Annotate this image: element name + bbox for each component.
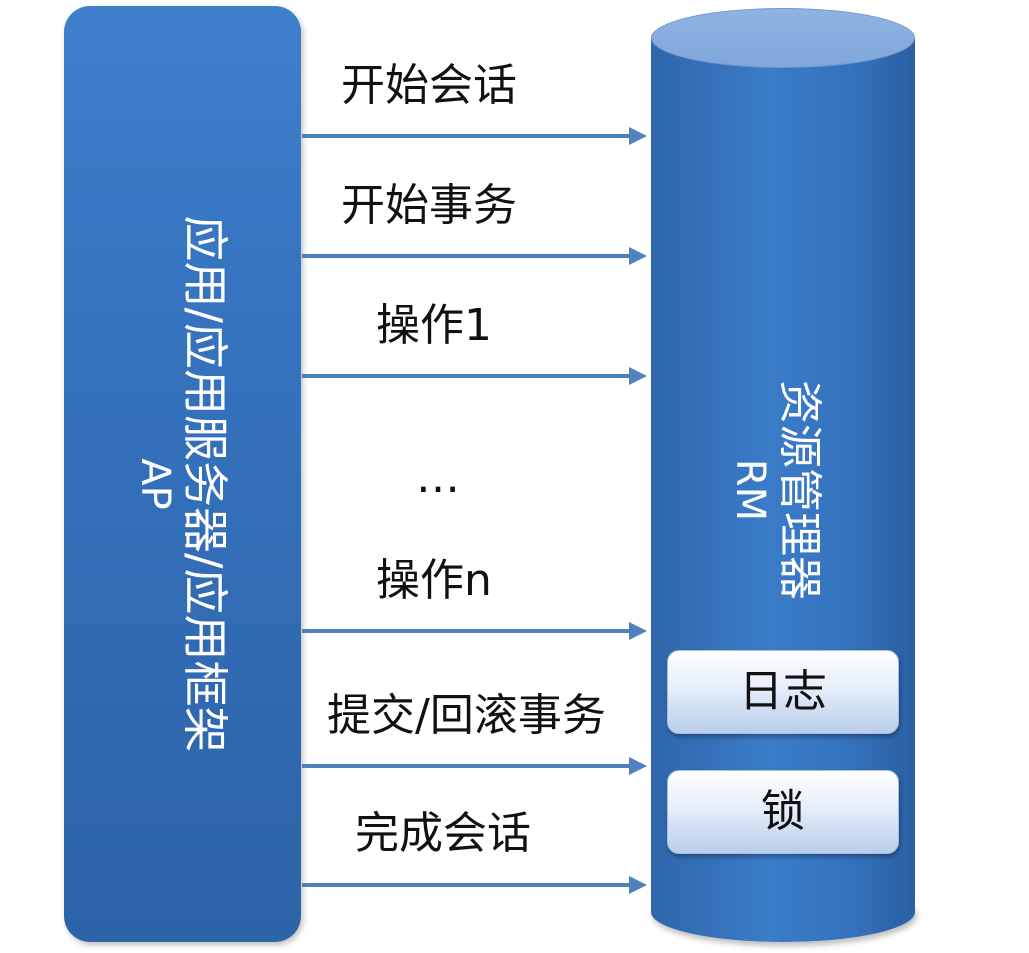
rm-cylinder-top xyxy=(651,8,915,68)
arrow-start-session xyxy=(302,127,647,145)
lock-box: 锁 xyxy=(667,770,899,854)
step-label-end-session: 完成会话 xyxy=(355,808,531,859)
arrow-operation-n xyxy=(302,622,647,640)
arrow-shaft xyxy=(302,134,632,138)
arrow-head-icon xyxy=(629,247,647,265)
arrow-head-icon xyxy=(629,622,647,640)
arrow-start-transaction xyxy=(302,247,647,265)
step-label-commit-rollback: 提交/回滚事务 xyxy=(327,690,606,741)
step-label-start-session: 开始会话 xyxy=(341,60,517,111)
arrow-head-icon xyxy=(629,127,647,145)
arrow-end-session xyxy=(302,876,647,894)
step-label-ellipsis: … xyxy=(416,452,460,503)
ap-abbr: AP xyxy=(132,458,178,510)
arrow-head-icon xyxy=(629,757,647,775)
arrow-shaft xyxy=(302,629,632,633)
rm-abbr: RM xyxy=(727,458,773,522)
ap-label-wrapper: 应用/应用服务器/应用框架 AP xyxy=(64,6,301,942)
ap-panel: 应用/应用服务器/应用框架 AP xyxy=(64,6,301,942)
arrow-head-icon xyxy=(629,367,647,385)
arrow-shaft xyxy=(302,374,632,378)
arrow-shaft xyxy=(302,883,632,887)
log-box: 日志 xyxy=(667,650,899,734)
arrow-operation-1 xyxy=(302,367,647,385)
rm-cylinder xyxy=(651,8,915,942)
arrow-shaft xyxy=(302,254,632,258)
ap-label-rotated: 应用/应用服务器/应用框架 AP xyxy=(132,164,232,804)
arrow-commit-rollback xyxy=(302,757,647,775)
rm-cylinder-body xyxy=(651,38,915,912)
step-label-operation-1: 操作1 xyxy=(376,300,492,351)
arrow-shaft xyxy=(302,764,632,768)
step-label-operation-n: 操作n xyxy=(376,555,492,606)
rm-title: 资源管理器 xyxy=(774,380,825,600)
rm-label-rotated: 资源管理器 RM xyxy=(715,360,825,620)
step-label-start-transaction: 开始事务 xyxy=(341,180,517,231)
ap-title: 应用/应用服务器/应用框架 xyxy=(178,215,232,753)
arrow-head-icon xyxy=(629,876,647,894)
